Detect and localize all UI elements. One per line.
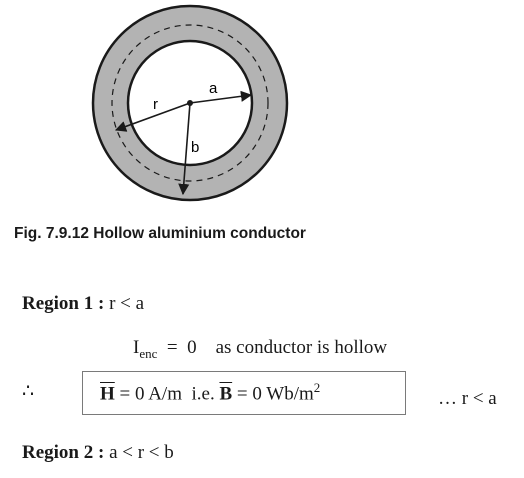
region-1-range: … r < a: [438, 388, 497, 409]
radius-b-arrow: [178, 102, 191, 196]
label-a: a: [209, 80, 218, 97]
therefore-symbol: ∴: [22, 381, 35, 402]
radius-a-arrow: [189, 90, 253, 104]
label-b: b: [191, 139, 199, 156]
ie-text: i.e.: [191, 383, 215, 405]
radius-r-arrow: [114, 102, 191, 132]
region-1-heading: Region 1 : r < a: [22, 293, 144, 315]
figure-caption: Fig. 7.9.12 Hollow aluminium conductor: [14, 225, 306, 242]
ienc-equation: Ienc = 0 as conductor is hollow: [133, 337, 387, 362]
h-symbol: H: [100, 383, 115, 405]
ienc-subscript: enc: [139, 345, 158, 361]
ienc-equals: =: [166, 337, 178, 358]
region-1-condition: r < a: [109, 293, 145, 314]
field-equation: H = 0 A/m i.e. B = 0 Wb/m2: [100, 380, 320, 405]
b-value: = 0 Wb/m: [236, 383, 314, 405]
hollow-conductor-diagram: a r b: [91, 4, 289, 202]
ienc-value: 0: [187, 337, 197, 358]
amperian-path: [111, 24, 269, 182]
label-r: r: [153, 96, 158, 113]
b-symbol: B: [219, 383, 233, 405]
region-1-label: Region 1 :: [22, 293, 105, 314]
ienc-note: as conductor is hollow: [215, 337, 388, 358]
region-2-condition: a < r < b: [109, 442, 174, 463]
h-value: = 0 A/m: [119, 383, 182, 405]
ienc-symbol: I: [133, 337, 140, 358]
boxed-equation: [82, 371, 406, 415]
b-unit-exponent: 2: [313, 380, 321, 395]
region-2-heading: Region 2 : a < r < b: [22, 442, 174, 464]
region-2-label: Region 2 :: [22, 442, 105, 463]
